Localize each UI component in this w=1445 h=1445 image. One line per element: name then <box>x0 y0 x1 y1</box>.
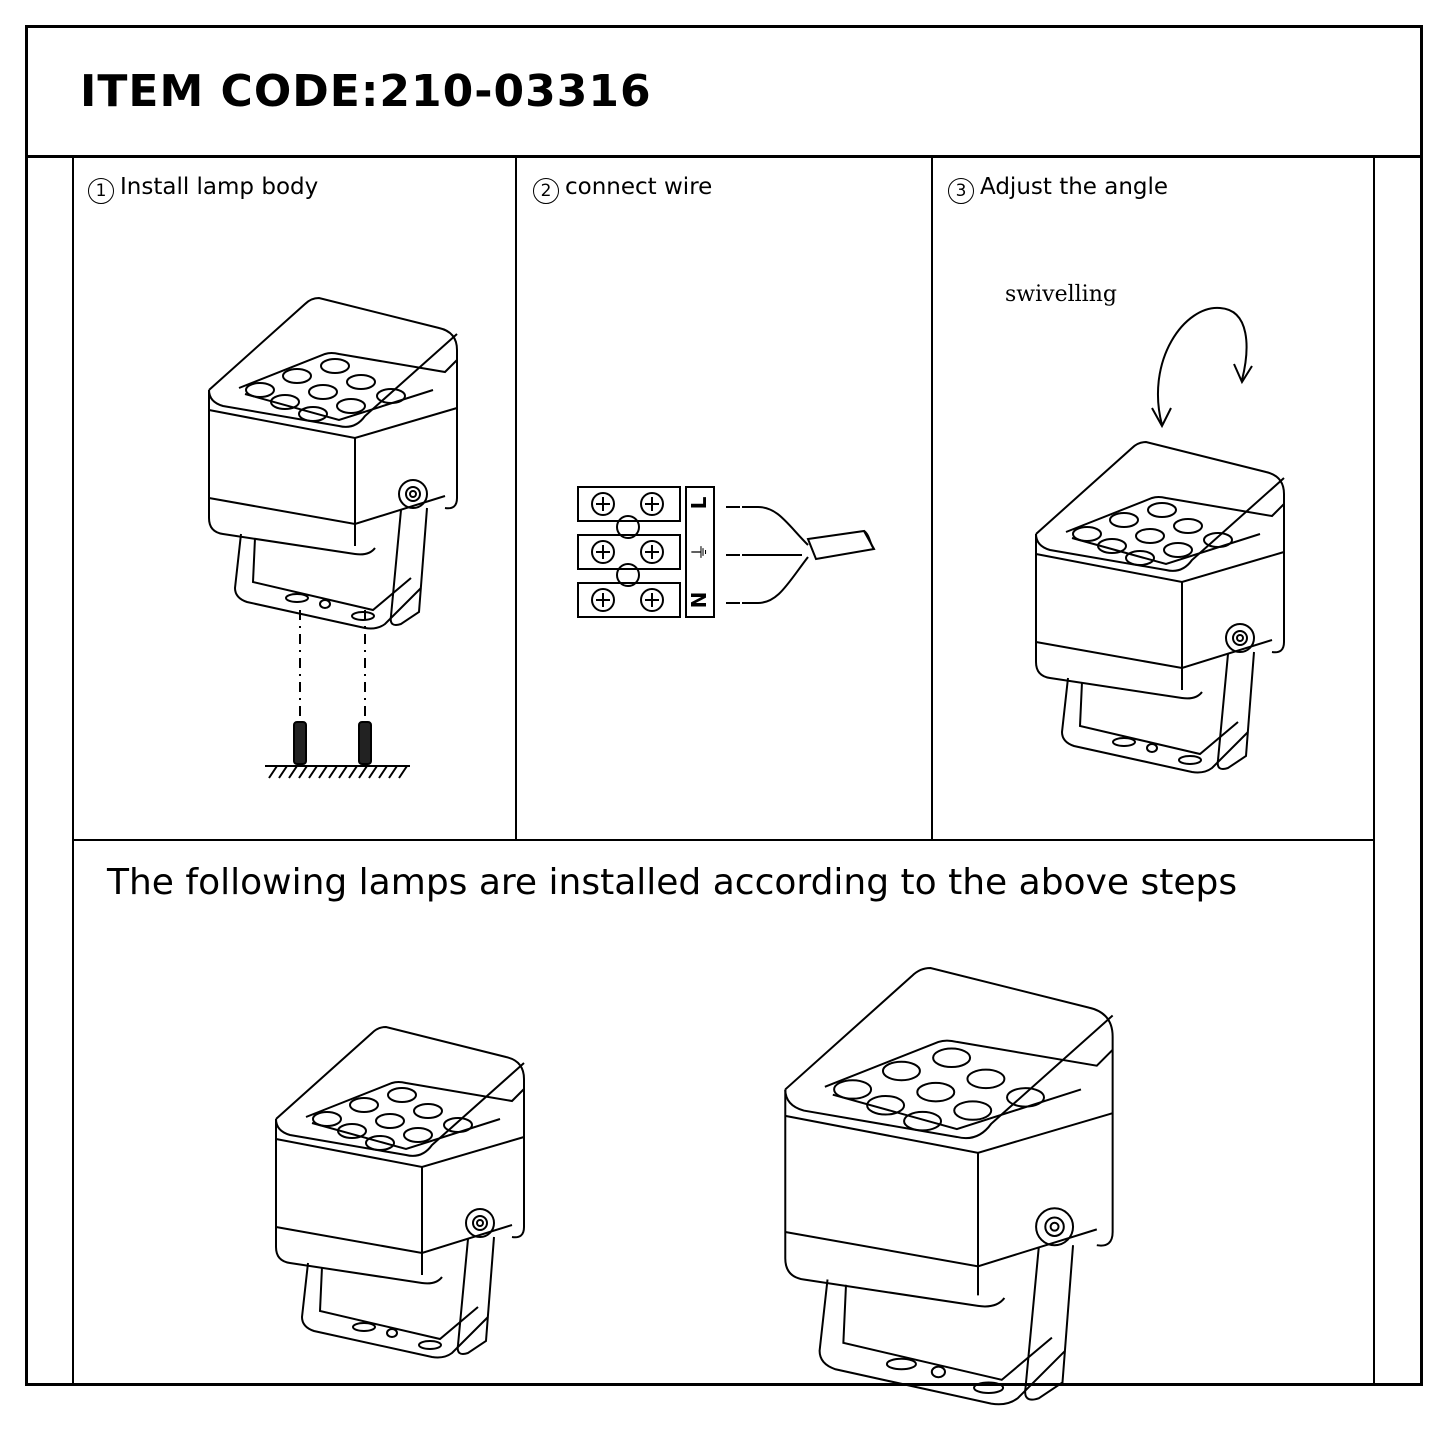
left-margin-line <box>72 157 74 1383</box>
swivelling-annotation: swivelling <box>1005 282 1117 307</box>
item-code-title: ITEM CODE:210-03316 <box>80 66 652 117</box>
step-2-label: connect wire <box>565 174 713 200</box>
step-1-number: 1 <box>88 178 114 204</box>
step-1-label: Install lamp body <box>120 174 319 200</box>
terminal-label-n: N <box>687 592 711 609</box>
right-margin-line <box>1373 157 1375 1383</box>
anchor-bolts-diagram <box>265 610 410 779</box>
step-divider-2 <box>931 157 933 841</box>
page-frame <box>25 25 1423 1386</box>
step-2-number: 2 <box>533 178 559 204</box>
step-3-number: 3 <box>948 178 974 204</box>
terminal-label-l: L <box>687 496 711 509</box>
step-3-label: Adjust the angle <box>980 174 1169 200</box>
terminal-label-earth: ⏚ <box>690 543 711 561</box>
section-divider <box>72 839 1375 841</box>
header-divider <box>25 155 1420 158</box>
step-divider-1 <box>515 157 517 841</box>
terminal-block-diagram: L ⏚ N <box>577 486 876 618</box>
bottom-caption: The following lamps are installed accord… <box>107 862 1238 903</box>
swivel-arrow <box>1151 306 1253 429</box>
